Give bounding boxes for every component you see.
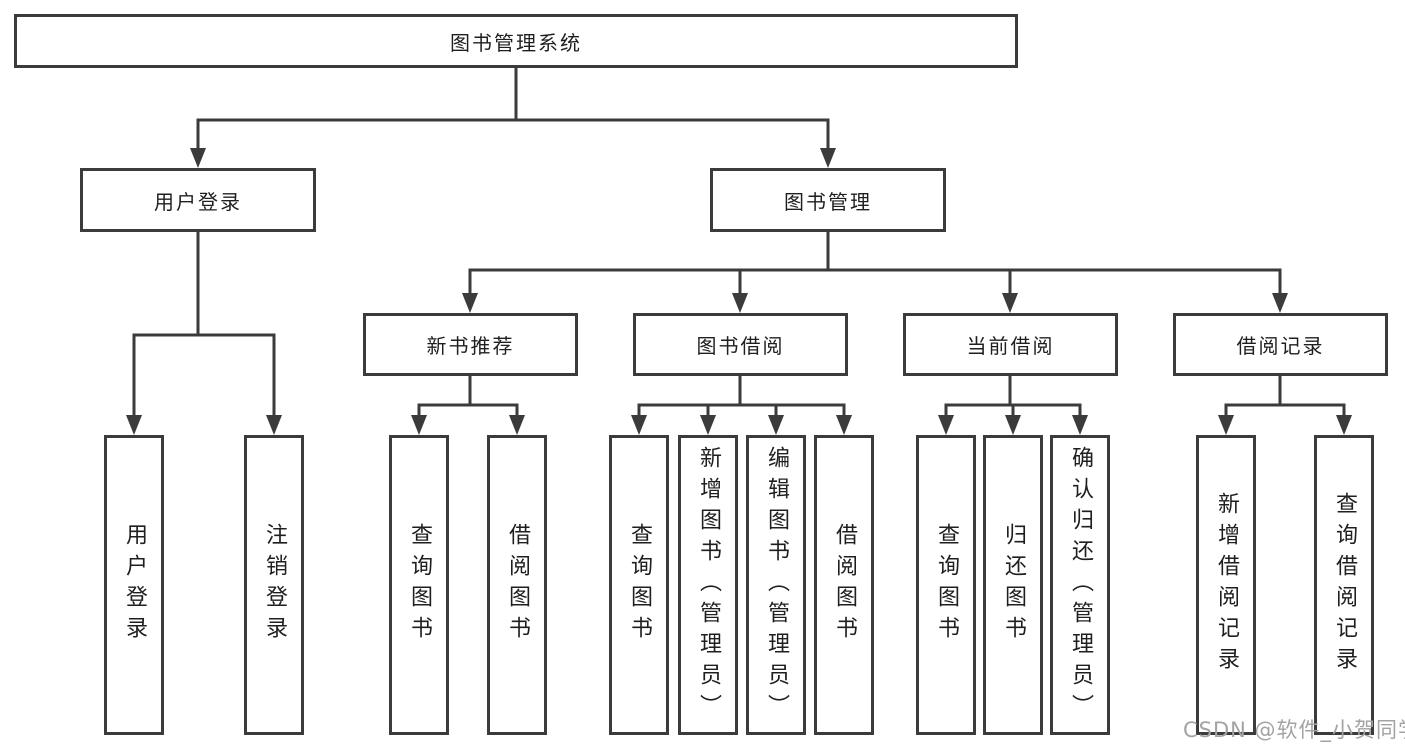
node-label: 当前借阅 (966, 334, 1055, 358)
leaf-label: 查询图书 (627, 523, 652, 647)
node-borrow-records: 借阅记录 (1173, 313, 1388, 376)
connector-user-login-to-leaves (126, 232, 282, 435)
leaf-label: 新增图书（管理员） (696, 445, 721, 725)
leaf-add-borrow-record: 新增借阅记录 (1196, 435, 1256, 735)
leaf-query-book: 查询图书 (916, 435, 976, 735)
node-label: 用户登录 (154, 189, 242, 214)
leaf-query-book: 查询图书 (609, 435, 669, 735)
node-label: 图书管理系统 (450, 30, 582, 55)
leaf-label: 借阅图书 (832, 523, 857, 647)
node-new-book-recommend: 新书推荐 (363, 313, 578, 376)
connector-current-borrow-to-leaves (938, 376, 1088, 435)
node-label: 图书管理 (784, 189, 872, 214)
leaf-borrow-book: 借阅图书 (814, 435, 874, 735)
node-library-management-system: 图书管理系统 (14, 14, 1018, 68)
leaf-label: 确认归还（管理员） (1068, 445, 1093, 725)
csdn-watermark: CSDN @软件_小贺同学 (1183, 718, 1405, 742)
node-book-management: 图书管理 (710, 168, 946, 232)
connector-root-to-level2 (190, 68, 836, 168)
leaf-borrow-book: 借阅图书 (487, 435, 547, 735)
leaf-label: 查询图书 (934, 523, 959, 647)
node-current-borrow: 当前借阅 (903, 313, 1118, 376)
leaf-label: 注销登录 (262, 523, 287, 647)
connector-book-mgmt-to-level3 (462, 232, 1288, 313)
leaf-label: 借阅图书 (505, 523, 530, 647)
node-user-login: 用户登录 (80, 168, 316, 232)
node-book-borrow: 图书借阅 (633, 313, 848, 376)
leaf-label: 新增借阅记录 (1214, 492, 1239, 678)
leaf-logout: 注销登录 (244, 435, 304, 735)
node-label: 新书推荐 (426, 334, 515, 358)
leaf-label: 归还图书 (1001, 523, 1026, 647)
connector-borrow-records-to-leaves (1218, 376, 1352, 435)
connector-new-book-to-leaves (411, 376, 525, 435)
node-label: 借阅记录 (1236, 334, 1325, 358)
connector-book-borrow-to-leaves (631, 376, 852, 435)
leaf-return-book: 归还图书 (983, 435, 1043, 735)
leaf-user-login: 用户登录 (104, 435, 164, 735)
leaf-query-book: 查询图书 (389, 435, 449, 735)
leaf-label: 用户登录 (122, 523, 147, 647)
node-label: 图书借阅 (696, 334, 785, 358)
leaf-query-borrow-record: 查询借阅记录 (1314, 435, 1374, 735)
leaf-label: 编辑图书（管理员） (764, 445, 789, 725)
leaf-edit-book-admin: 编辑图书（管理员） (746, 435, 806, 735)
leaf-add-book-admin: 新增图书（管理员） (678, 435, 738, 735)
leaf-confirm-return-admin: 确认归还（管理员） (1050, 435, 1110, 735)
leaf-label: 查询图书 (407, 523, 432, 647)
leaf-label: 查询借阅记录 (1332, 492, 1357, 678)
